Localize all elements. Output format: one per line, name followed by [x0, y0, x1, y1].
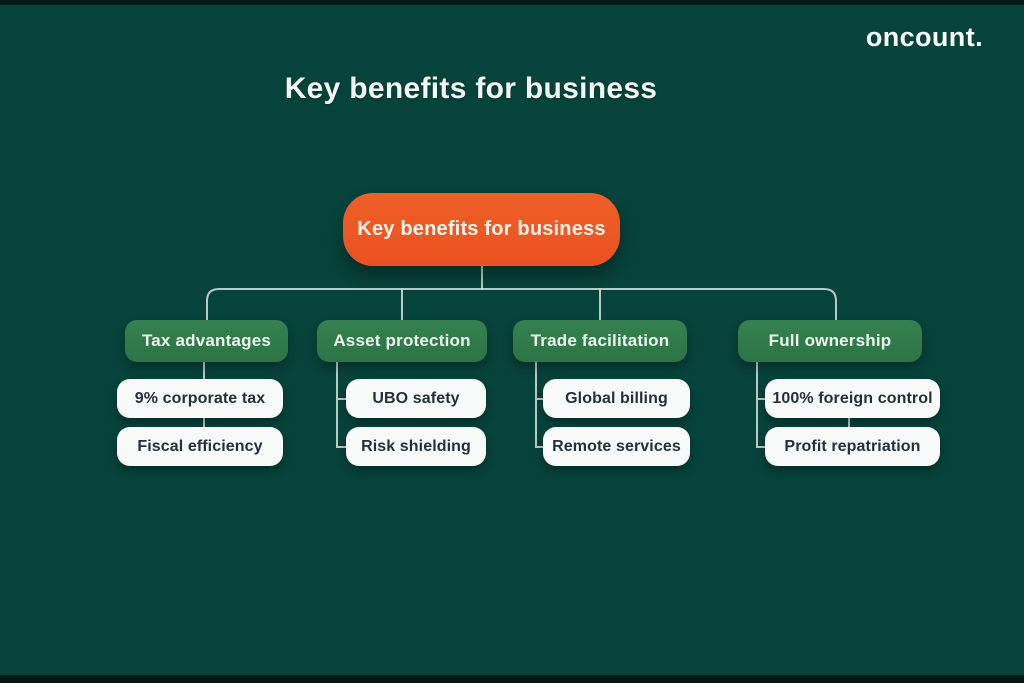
- root-node: Key benefits for business: [343, 193, 620, 266]
- category-node-trade-facilitation: Trade facilitation: [513, 320, 687, 362]
- category-node-asset-protection: Asset protection: [317, 320, 487, 362]
- leaf-node-global-billing: Global billing: [543, 379, 690, 418]
- leaf-node-foreign-control: 100% foreign control: [765, 379, 940, 418]
- page-title: Key benefits for business: [284, 72, 658, 105]
- category-node-tax-advantages: Tax advantages: [125, 320, 288, 362]
- category-node-full-ownership: Full ownership: [738, 320, 922, 362]
- top-edge-strip: [0, 0, 1024, 5]
- leaf-node-corporate-tax: 9% corporate tax: [117, 379, 283, 418]
- leaf-node-risk-shielding: Risk shielding: [346, 427, 486, 466]
- leaf-node-remote-services: Remote services: [543, 427, 690, 466]
- brand-logo: oncount.: [865, 22, 983, 52]
- leaf-node-ubo-safety: UBO safety: [346, 379, 486, 418]
- bottom-edge-strip: [0, 675, 1024, 683]
- leaf-node-profit-repatriation: Profit repatriation: [765, 427, 940, 466]
- leaf-node-fiscal-efficiency: Fiscal efficiency: [117, 427, 283, 466]
